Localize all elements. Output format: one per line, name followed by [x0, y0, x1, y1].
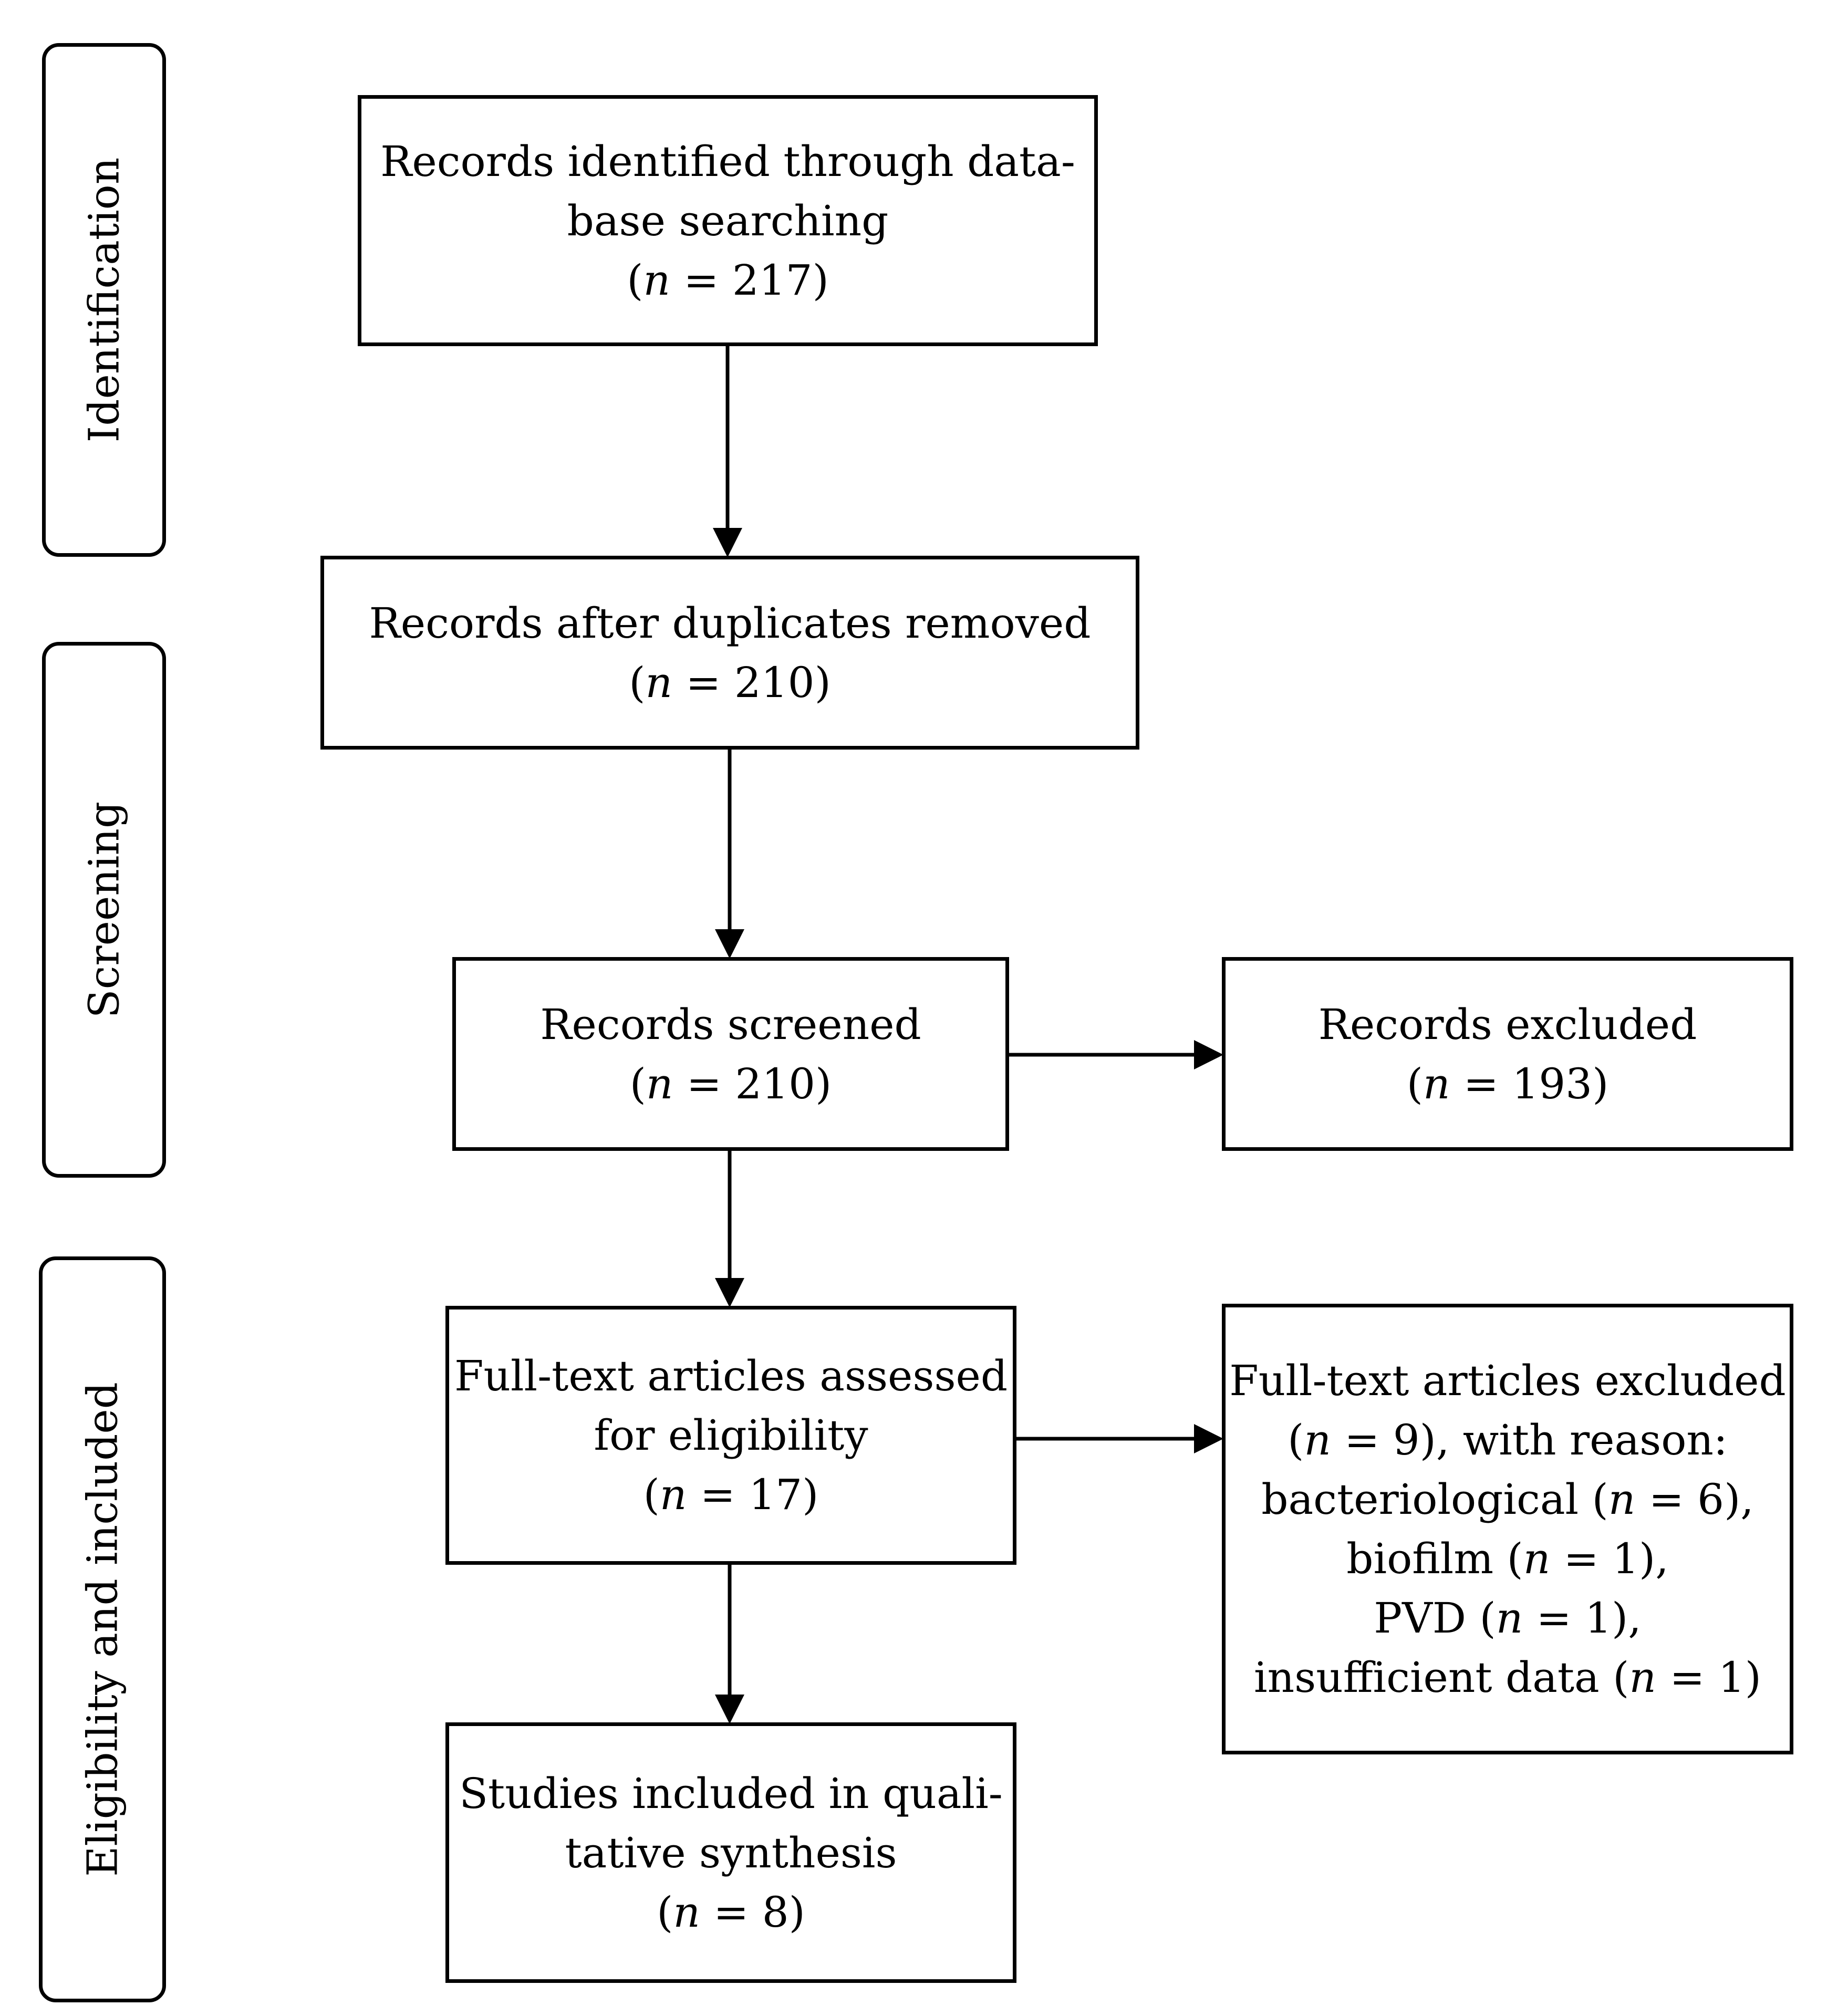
exclusion-reason: biofilm (n = 1),	[1346, 1534, 1669, 1583]
exclusion-reason: bacteriological (n = 6),	[1261, 1475, 1754, 1524]
records-identified-line-2: base searching	[567, 196, 889, 245]
box-records-after-duplicates: Records after duplicates removed (n = 21…	[320, 556, 1139, 750]
fulltext-excluded-count-line: (n = 9), with reason:	[1288, 1416, 1728, 1464]
fulltext-assessed-line-1: Full-text articles assessed	[454, 1352, 1008, 1400]
exclusion-reason: PVD (n = 1),	[1374, 1594, 1642, 1643]
records-identified-line-1: Records identified through data-	[380, 137, 1075, 186]
records-screened-line-1: Records screened	[540, 1000, 921, 1049]
records-excluded-line-1: Records excluded	[1318, 1000, 1697, 1049]
stage-identification: Identification	[42, 43, 166, 557]
box-records-excluded: Records excluded (n = 193)	[1222, 957, 1793, 1151]
records-after-duplicates-count: (n = 210)	[629, 658, 831, 707]
box-fulltext-excluded: Full-text articles excluded (n = 9), wit…	[1222, 1304, 1793, 1754]
fulltext-assessed-count: (n = 17)	[643, 1470, 819, 1519]
box-records-screened: Records screened (n = 210)	[452, 957, 1009, 1151]
exclusion-reason: insufficient data (n = 1)	[1254, 1653, 1761, 1702]
records-after-duplicates-line-1: Records after duplicates removed	[369, 598, 1091, 648]
studies-included-line-1: Studies included in quali-	[459, 1769, 1003, 1818]
stage-screening: Screening	[42, 642, 166, 1178]
box-studies-included: Studies included in quali- tative synthe…	[445, 1722, 1016, 1983]
stage-eligibility: Eligibility and included	[39, 1256, 166, 2002]
fulltext-excluded-line-1: Full-text articles excluded	[1229, 1356, 1786, 1405]
studies-included-line-2: tative synthesis	[565, 1828, 897, 1877]
fulltext-assessed-line-2: for eligibility	[594, 1411, 868, 1460]
records-identified-count: (n = 217)	[627, 255, 829, 305]
records-excluded-count: (n = 193)	[1406, 1059, 1609, 1108]
studies-included-count: (n = 8)	[657, 1887, 805, 1937]
box-records-identified: Records identified through data- base se…	[358, 95, 1098, 346]
records-screened-count: (n = 210)	[629, 1059, 832, 1108]
box-fulltext-assessed: Full-text articles assessed for eligibil…	[445, 1306, 1016, 1565]
